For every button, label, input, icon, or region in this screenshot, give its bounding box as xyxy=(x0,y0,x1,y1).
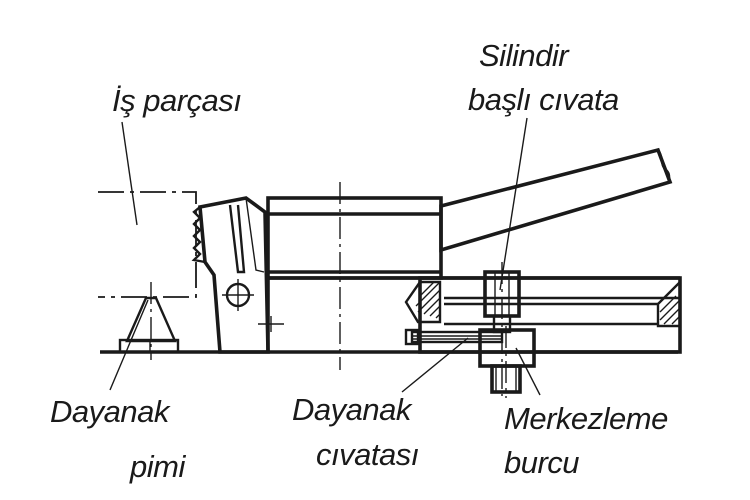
label-centering-bush-line1: Merkezleme xyxy=(504,401,668,436)
clamp-jaw xyxy=(191,196,284,354)
centering-bush xyxy=(478,326,536,398)
label-socket-bolt-line2: başlı cıvata xyxy=(468,82,619,117)
leader-lines xyxy=(109,117,541,396)
stop-pin xyxy=(118,282,180,360)
label-stop-bolt-line2: cıvatası xyxy=(316,437,419,472)
leader-workpiece xyxy=(121,121,138,226)
left-hatching xyxy=(415,281,441,319)
label-stop-bolt-line1: Dayanak xyxy=(292,392,413,427)
leader-socket-bolt xyxy=(499,117,528,291)
label-stop-pin-line1: Dayanak xyxy=(50,394,171,429)
socket-head-bolt xyxy=(483,262,521,396)
label-stop-pin-line2: pimi xyxy=(129,449,186,484)
label-workpiece: İş parçası xyxy=(112,83,241,118)
handle-lever xyxy=(439,147,673,253)
leader-stop-bolt xyxy=(401,337,469,393)
right-hatching xyxy=(659,295,681,325)
leader-stop-pin xyxy=(109,299,149,391)
label-centering-bush-line2: burcu xyxy=(504,445,579,480)
leader-centering-bush xyxy=(515,347,541,396)
label-socket-bolt-line1: Silindir xyxy=(479,38,570,73)
workpiece-outline xyxy=(98,191,197,298)
